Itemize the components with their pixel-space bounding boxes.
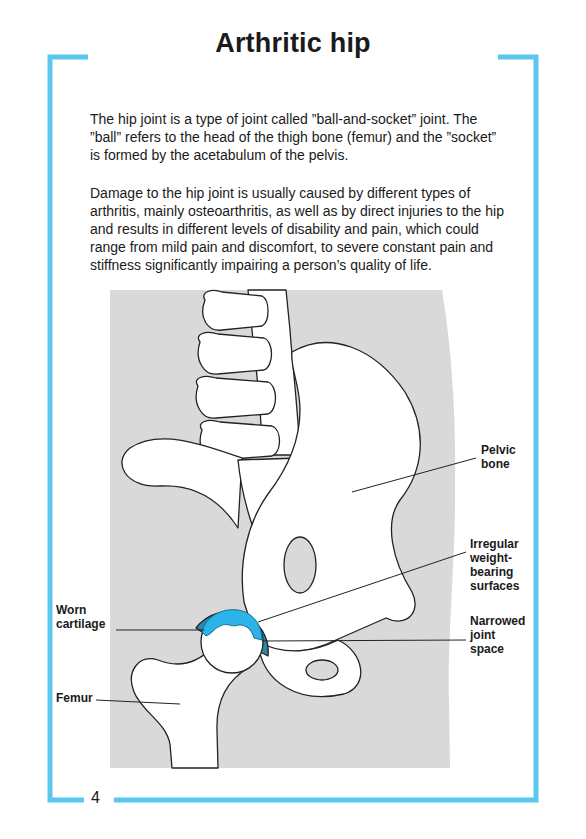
leader-line — [96, 700, 180, 704]
vertebra — [198, 332, 271, 374]
part-label: Pelvic bone — [481, 443, 537, 471]
leader-line — [258, 552, 466, 622]
pelvic-bone — [242, 343, 420, 652]
part-label: Femur — [56, 691, 106, 705]
worn-cartilage — [202, 610, 262, 640]
ischium — [258, 640, 361, 697]
leader-line — [262, 640, 466, 641]
frame-left — [50, 57, 88, 800]
part-label: Narrowed joint space — [470, 614, 532, 656]
pubic-foramen — [306, 660, 338, 680]
body-paragraph: The hip joint is a type of joint called … — [90, 110, 505, 164]
bones — [122, 290, 420, 768]
vertebra — [196, 376, 275, 418]
leader-line — [116, 630, 204, 631]
part-label: Worn cartilage — [56, 603, 116, 631]
part-label: Irregular weight-bearing surfaces — [470, 537, 532, 593]
iliac-wing — [122, 439, 242, 528]
leader-lines — [96, 458, 476, 704]
page-frame — [50, 57, 536, 800]
page-number: 4 — [91, 789, 111, 807]
leader-line — [352, 458, 476, 492]
vertebra — [203, 290, 268, 330]
obturator-foramen — [284, 537, 316, 593]
body-panel — [110, 290, 455, 768]
body-paragraph: Damage to the hip joint is usually cause… — [90, 184, 505, 274]
page-title: Arthritic hip — [0, 28, 586, 59]
